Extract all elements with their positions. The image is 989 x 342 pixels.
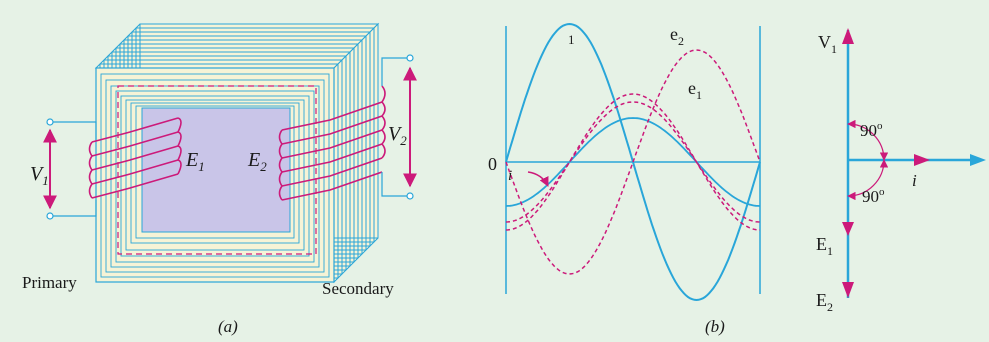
phasor-e2-label: E2: [816, 290, 833, 314]
flux-wave: [505, 22, 761, 302]
v2-label: V2: [388, 123, 407, 148]
phasor-v1-label: V1: [818, 32, 837, 56]
front-lamination-lines: [100, 73, 330, 278]
i-pointer-arrow: [527, 171, 549, 187]
e2-label: E2: [247, 149, 267, 174]
waveform-diagram: 1 e2 e1 0 i (b): [488, 22, 761, 336]
phasor-i-label: i: [912, 171, 917, 190]
secondary-leads: [381, 57, 410, 197]
e1-label: E1: [185, 149, 205, 174]
v1-label: V1: [30, 163, 49, 188]
primary-label: Primary: [22, 273, 77, 292]
secondary-winding: [278, 85, 386, 201]
caption-b: (b): [705, 317, 725, 336]
primary-leads: [50, 121, 97, 217]
wave-label-e1: e1: [688, 78, 702, 102]
e1-wave: [505, 93, 761, 231]
phasor-i-arrowhead: [914, 154, 930, 166]
e2-wave: [505, 49, 761, 275]
core-window: [141, 107, 291, 233]
primary-terminal-top: [46, 118, 54, 126]
phasor-i-end-arrowhead: [970, 154, 986, 166]
secondary-label: Secondary: [322, 279, 394, 298]
caption-a: (a): [218, 317, 238, 336]
secondary-terminal-top: [406, 54, 414, 62]
angle-arc-top: [847, 119, 889, 161]
flux-path: [117, 85, 317, 255]
phasor-v1-arrowhead: [842, 28, 854, 44]
primary-terminal-bottom: [46, 212, 54, 220]
phasor-e1-arrowhead: [842, 222, 854, 236]
wave-origin-label: 0: [488, 154, 497, 174]
angle-arc-bottom: [847, 159, 889, 201]
phasor-diagram: V1 90o i 90o E1 E2: [816, 28, 986, 314]
primary-winding: [88, 117, 182, 199]
wave-label-1: 1: [568, 32, 575, 47]
phasor-angle-bottom: 90o: [862, 186, 885, 206]
phasor-angle-top: 90o: [860, 120, 883, 140]
phasor-e1-label: E1: [816, 234, 833, 258]
wave-i-label: i: [508, 168, 512, 184]
phasor-e2-arrowhead: [842, 282, 854, 298]
core-top-face: [94, 23, 380, 69]
secondary-terminal-bottom: [406, 192, 414, 200]
wave-label-e2: e2: [670, 24, 684, 48]
transformer-diagram: V1 E1 E2 V2 Primary Secondary (a): [22, 22, 417, 336]
